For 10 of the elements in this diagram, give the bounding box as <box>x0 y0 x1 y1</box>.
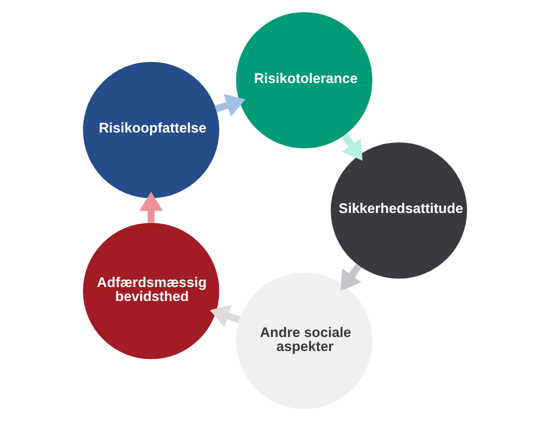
arrow <box>342 133 363 161</box>
arrow <box>210 304 240 328</box>
node-circle: Sikkerhedsattitude <box>330 142 468 279</box>
node-circle: Adfærdsmæssig bevidsthed <box>82 222 220 360</box>
arrow <box>340 264 362 291</box>
arrow <box>139 192 163 223</box>
node-circle: Risikotolerance <box>236 12 372 148</box>
node-circle: Risikoopfattelse <box>82 62 220 198</box>
arrow <box>215 94 246 116</box>
node-circle: Andre sociale aspekter <box>236 272 372 409</box>
